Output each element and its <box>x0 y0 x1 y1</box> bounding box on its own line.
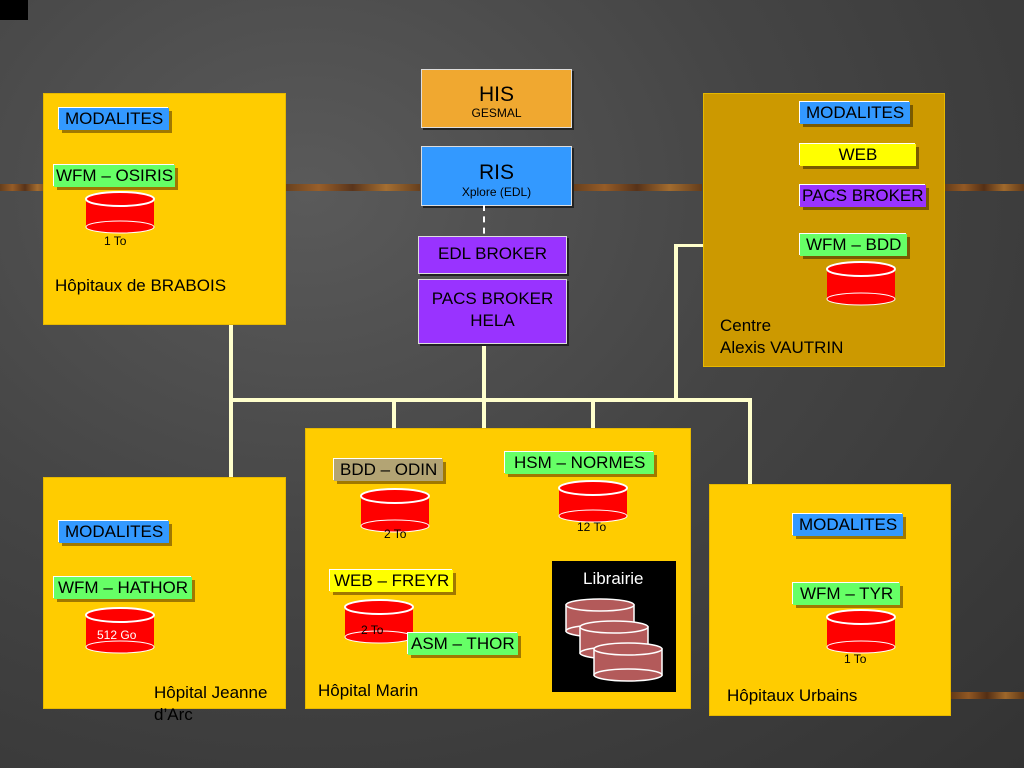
brabois-panel: MODALITES WFM – OSIRIS 1 To Hôpitaux de … <box>43 93 286 325</box>
asm-thor-box: ASM – THOR <box>408 633 518 655</box>
modalites-box: MODALITES <box>59 108 170 130</box>
pacs-broker-hela-box: PACS BROKER HELA <box>418 279 567 344</box>
connector <box>591 400 595 452</box>
corner-square <box>0 0 28 20</box>
db-size: 2 To <box>384 527 407 541</box>
decor-stripe-bottom <box>950 692 1024 699</box>
site-name: Hôpital Marin <box>318 681 419 700</box>
wfm-osiris-box: WFM – OSIRIS <box>54 165 176 187</box>
decor-stripe-right <box>944 184 1024 191</box>
wfm-bdd-box: WFM – BDD <box>800 234 908 256</box>
web-freyr-box: WEB – FREYR <box>330 570 454 592</box>
decor-stripe-left <box>0 184 50 191</box>
site-name: Hôpital Jeanne d’Arc <box>154 683 268 724</box>
database-icon <box>826 261 896 306</box>
urbains-panel: MODALITES WFM – TYR 1 To Hôpitaux Urbain… <box>709 484 951 716</box>
bdd-odin-box: BDD – ODIN <box>334 459 444 481</box>
marin-panel: BDD – ODIN 2 To HSM – NORMES 12 To WEB –… <box>305 428 691 709</box>
vautrin-panel: MODALITES WEB PACS BROKER WFM – BDD Cent… <box>703 93 945 367</box>
db-size: 12 To <box>577 520 607 534</box>
db-size: 512 Go <box>97 628 137 642</box>
database-icon <box>85 607 155 654</box>
ris-title: RIS <box>478 161 514 184</box>
database-icon <box>826 609 896 654</box>
site-name: Centre Alexis VAUTRIN <box>720 316 844 357</box>
ris-box: RIS Xplore (EDL) <box>421 146 572 206</box>
database-icon <box>344 599 414 644</box>
database-icon <box>558 480 628 523</box>
his-title: HIS <box>478 83 514 106</box>
site-name: Hôpitaux de BRABOIS <box>55 276 227 295</box>
pacs-broker-box: PACS BROKER <box>800 185 926 207</box>
hsm-normes-box: HSM – NORMES <box>505 452 655 474</box>
his-box: HIS GESMAL <box>421 69 572 128</box>
site-name: Hôpitaux Urbains <box>727 686 858 705</box>
jeanne-panel: MODALITES WFM – HATHOR 512 Go Hôpital Je… <box>43 477 286 724</box>
connector <box>674 244 678 402</box>
connector <box>229 118 233 590</box>
db-size: 1 To <box>104 234 127 248</box>
web-box: WEB <box>800 144 916 166</box>
ris-subtitle: Xplore (EDL) <box>461 185 532 199</box>
wfm-hathor-box: WFM – HATHOR <box>54 577 193 599</box>
database-icon <box>360 488 430 533</box>
wfm-tyr-box: WFM – TYR <box>793 583 901 605</box>
db-size: 2 To <box>361 623 384 637</box>
modalites-box: MODALITES <box>793 514 904 536</box>
database-icon <box>85 191 155 234</box>
modalites-box: MODALITES <box>800 102 911 124</box>
modalites-box: MODALITES <box>59 521 170 543</box>
pacs-broker-hela-line2: HELA <box>470 311 515 330</box>
librairie-box: Librairie <box>552 561 676 692</box>
his-subtitle: GESMAL <box>471 106 522 120</box>
librairie-label: Librairie <box>583 569 644 588</box>
tape-library-icon <box>565 598 663 682</box>
decor-stripe-mid <box>285 184 420 191</box>
pacs-broker-hela-line1: PACS BROKER <box>431 289 554 308</box>
connector <box>229 398 752 402</box>
ris-to-edl-arrow <box>483 205 485 245</box>
db-size: 1 To <box>844 652 867 666</box>
edl-broker-box: EDL BROKER <box>418 236 567 274</box>
edl-broker-label: EDL BROKER <box>438 244 547 263</box>
decor-stripe-mid2 <box>572 184 702 191</box>
